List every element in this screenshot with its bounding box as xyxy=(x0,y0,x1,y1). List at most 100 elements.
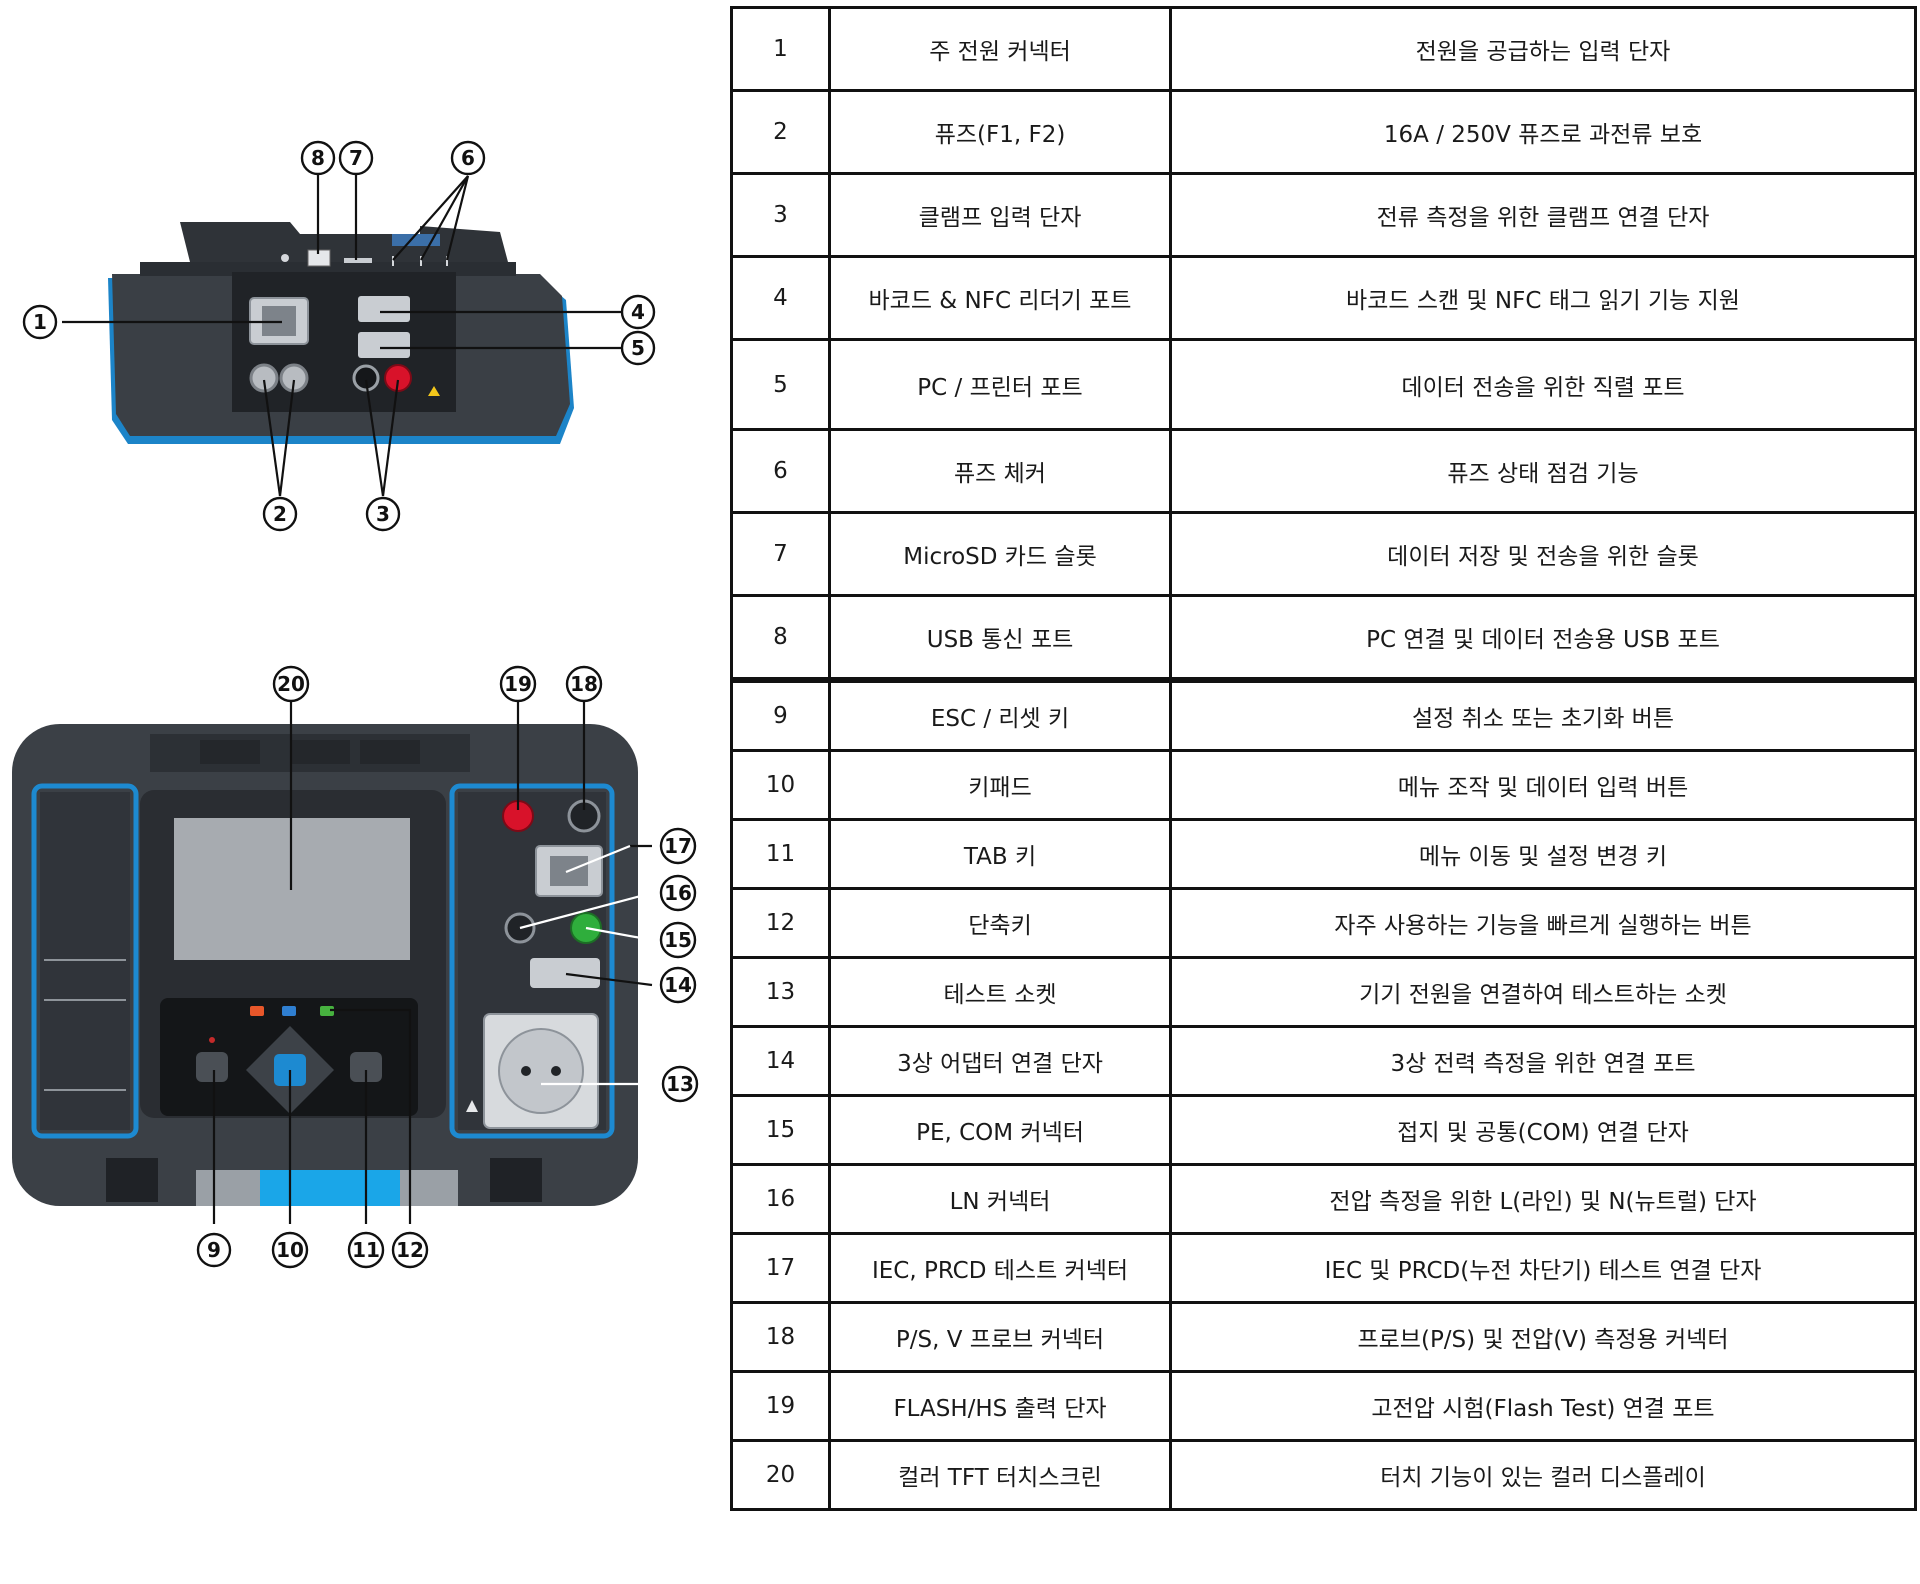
row-name: IEC, PRCD 테스트 커넥터 xyxy=(828,1232,1172,1304)
row-desc: 메뉴 조작 및 데이터 입력 버튼 xyxy=(1169,749,1917,821)
callout-label-13: 13 xyxy=(666,1072,694,1096)
row-name: FLASH/HS 출력 단자 xyxy=(828,1370,1172,1442)
row-name: 퓨즈 체커 xyxy=(828,428,1172,514)
callout-10: 10 xyxy=(271,1231,309,1269)
row-number: 13 xyxy=(730,956,831,1028)
row-desc: 데이터 전송을 위한 직렬 포트 xyxy=(1169,338,1917,431)
callout-label-11: 11 xyxy=(352,1238,380,1262)
callout-1: 1 xyxy=(22,304,58,340)
esc-key xyxy=(196,1052,228,1082)
row-number: 4 xyxy=(730,255,831,341)
callout-label-17: 17 xyxy=(664,834,692,858)
fuse-f2 xyxy=(279,363,309,393)
row-desc: PC 연결 및 데이터 전송용 USB 포트 xyxy=(1169,594,1917,682)
callout-19: 19 xyxy=(499,665,537,703)
side-panel-leaders xyxy=(62,174,622,497)
row-number: 14 xyxy=(730,1025,831,1097)
row-desc: IEC 및 PRCD(누전 차단기) 테스트 연결 단자 xyxy=(1169,1232,1917,1304)
callout-label-20: 20 xyxy=(277,672,305,696)
row-number: 16 xyxy=(730,1163,831,1235)
row-number: 5 xyxy=(730,338,831,431)
row-desc: 16A / 250V 퓨즈로 과전류 보호 xyxy=(1169,89,1917,175)
row-desc: 메뉴 이동 및 설정 변경 키 xyxy=(1169,818,1917,890)
tab-key xyxy=(350,1052,382,1082)
row-name: USB 통신 포트 xyxy=(828,594,1172,682)
row-number: 18 xyxy=(730,1301,831,1373)
row-number: 17 xyxy=(730,1232,831,1304)
row-name: 키패드 xyxy=(828,749,1172,821)
callout-8: 8 xyxy=(300,140,336,176)
callout-label-12: 12 xyxy=(396,1238,424,1262)
row-name: 컬러 TFT 터치스크린 xyxy=(828,1439,1172,1511)
front-panel-diagram xyxy=(12,724,638,1206)
device-diagrams: 1 2 3 4 5 6 7 8 9 10 11 12 13 14 15 16 1… xyxy=(12,140,699,1269)
shortcut-key xyxy=(320,1006,334,1016)
callout-14: 14 xyxy=(659,966,697,1004)
row-number: 20 xyxy=(730,1439,831,1511)
row-name: PC / 프린터 포트 xyxy=(828,338,1172,431)
row-number: 9 xyxy=(730,677,831,752)
row-name: 테스트 소켓 xyxy=(828,956,1172,1028)
callout-label-1: 1 xyxy=(33,310,47,334)
row-number: 12 xyxy=(730,887,831,959)
callout-20: 20 xyxy=(272,665,310,703)
row-number: 11 xyxy=(730,818,831,890)
side-panel-diagram xyxy=(108,222,574,444)
callout-label-2: 2 xyxy=(273,502,287,526)
row-desc: 퓨즈 상태 점검 기능 xyxy=(1169,428,1917,514)
row-desc: 터치 기능이 있는 컬러 디스플레이 xyxy=(1169,1439,1917,1511)
row-desc: 바코드 스캔 및 NFC 태그 읽기 기능 지원 xyxy=(1169,255,1917,341)
callout-11: 11 xyxy=(347,1231,385,1269)
callout-label-3: 3 xyxy=(376,502,390,526)
row-number: 3 xyxy=(730,172,831,258)
row-desc: 기기 전원을 연결하여 테스트하는 소켓 xyxy=(1169,956,1917,1028)
row-desc: 전원을 공급하는 입력 단자 xyxy=(1169,6,1917,92)
row-name: 클램프 입력 단자 xyxy=(828,172,1172,258)
callout-2: 2 xyxy=(262,496,298,532)
callout-7: 7 xyxy=(338,140,374,176)
clamp-jack-black xyxy=(352,364,380,392)
callout-12: 12 xyxy=(391,1231,429,1269)
row-name: 주 전원 커넥터 xyxy=(828,6,1172,92)
row-desc: 고전압 시험(Flash Test) 연결 포트 xyxy=(1169,1370,1917,1442)
callout-label-7: 7 xyxy=(349,146,363,170)
fuse-f1 xyxy=(249,363,279,393)
row-desc: 전압 측정을 위한 L(라인) 및 N(뉴트럴) 단자 xyxy=(1169,1163,1917,1235)
callout-3: 3 xyxy=(365,496,401,532)
row-number: 2 xyxy=(730,89,831,175)
row-desc: 데이터 저장 및 전송을 위한 슬롯 xyxy=(1169,511,1917,597)
clamp-jack-red xyxy=(384,364,412,392)
three-phase-adapter-port xyxy=(530,958,600,988)
front-panel-leaders xyxy=(212,700,653,1224)
callout-9: 9 xyxy=(196,1232,232,1268)
pc-printer-port xyxy=(358,332,410,358)
row-name: 퓨즈(F1, F2) xyxy=(828,89,1172,175)
row-desc: 접지 및 공통(COM) 연결 단자 xyxy=(1169,1094,1917,1166)
row-number: 8 xyxy=(730,594,831,682)
callout-label-15: 15 xyxy=(664,928,692,952)
callout-label-14: 14 xyxy=(664,973,692,997)
row-name: LN 커넥터 xyxy=(828,1163,1172,1235)
callout-13: 13 xyxy=(661,1065,699,1103)
callout-label-18: 18 xyxy=(570,672,598,696)
row-desc: 설정 취소 또는 초기화 버튼 xyxy=(1169,677,1917,752)
callout-label-4: 4 xyxy=(631,300,645,324)
row-number: 15 xyxy=(730,1094,831,1166)
callout-label-16: 16 xyxy=(664,881,692,905)
row-desc: 3상 전력 측정을 위한 연결 포트 xyxy=(1169,1025,1917,1097)
callout-label-6: 6 xyxy=(461,146,475,170)
row-name: MicroSD 카드 슬롯 xyxy=(828,511,1172,597)
callout-6: 6 xyxy=(450,140,486,176)
